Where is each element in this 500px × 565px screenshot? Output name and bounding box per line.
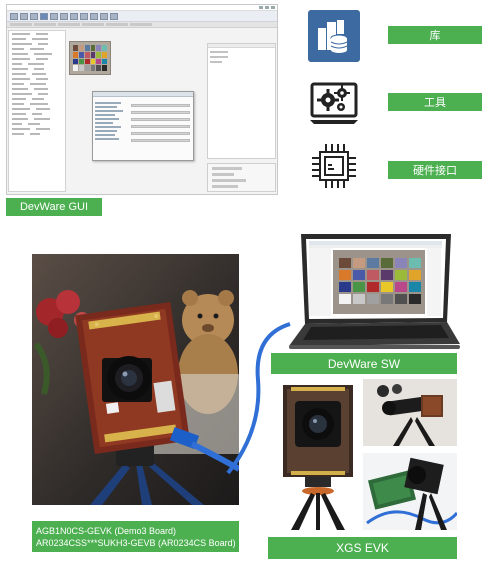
gui-toolbar [7, 11, 277, 22]
devware-sw-label: DevWare SW [271, 353, 457, 374]
gui-tab-strip [7, 22, 277, 28]
gui-properties-panel [207, 43, 276, 159]
tools-label: 工具 [388, 93, 482, 111]
chip-icon [308, 140, 360, 192]
laptop-image [287, 232, 460, 350]
xgs-evk-label: XGS EVK [268, 537, 457, 559]
gui-title-bar [7, 5, 277, 11]
xgs-evk-setup-photo [363, 453, 457, 530]
database-icon [308, 10, 360, 62]
board-caption: AGB1N0CS-GEVK (Demo3 Board) AR0234CSS***… [32, 521, 239, 552]
board-caption-line1: AGB1N0CS-GEVK (Demo3 Board) [36, 525, 177, 536]
tools-label-text: 工具 [424, 97, 446, 109]
gears-monitor-icon [308, 78, 360, 130]
hardware-interface-label: 硬件接口 [388, 161, 482, 179]
hardware-interface-label-text: 硬件接口 [413, 165, 457, 177]
devware-sw-label-text: DevWare SW [327, 356, 401, 371]
library-label-text: 库 [429, 30, 441, 42]
devware-gui-screenshot [6, 4, 278, 195]
gui-control-panel [207, 163, 276, 192]
board-caption-line2: AR0234CSS***SUKH3-GEVB (AR0234CS Board) [36, 537, 236, 548]
gui-register-panel [8, 30, 66, 192]
gui-color-checker-preview [69, 41, 111, 75]
demo-board-photo [32, 254, 239, 505]
devware-gui-label: DevWare GUI [6, 198, 102, 216]
gui-settings-dialog [92, 91, 194, 161]
xgs-evk-label-text: XGS EVK [336, 541, 389, 555]
devware-gui-label-text: DevWare GUI [19, 201, 89, 213]
library-label: 库 [388, 26, 482, 44]
xgs-evk-tripod-photo [363, 379, 457, 446]
xgs-evk-board-photo [277, 379, 359, 530]
